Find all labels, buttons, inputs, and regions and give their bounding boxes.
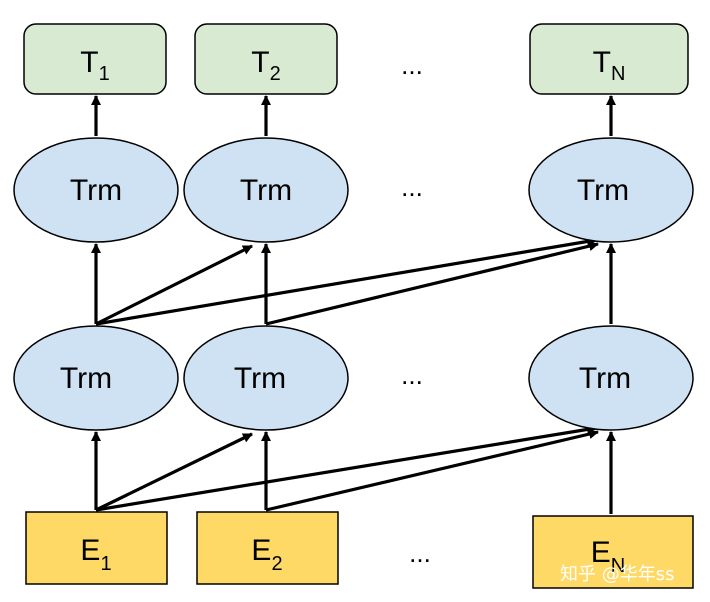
trm-label: Trm xyxy=(234,362,286,395)
output-subscript: 2 xyxy=(270,63,281,85)
trm-label: Trm xyxy=(60,362,112,395)
output-subscript: 1 xyxy=(99,63,110,85)
arrow-e1-to-lower-n xyxy=(95,424,597,512)
ellipsis-outputs: ... xyxy=(401,50,423,80)
output-label: T xyxy=(80,46,98,79)
output-node-2: T2 xyxy=(194,23,338,95)
arrow-e1-to-lower-2 xyxy=(95,432,253,512)
embedding-node-n: EN xyxy=(532,515,694,589)
svg-text:E1: E1 xyxy=(80,534,111,575)
ellipsis-lower-layer: ... xyxy=(401,360,423,390)
output-node-1: T1 xyxy=(23,23,167,95)
svg-text:T2: T2 xyxy=(251,46,280,85)
output-subscript: N xyxy=(611,63,625,85)
arrow-lower-1-to-upper-2 xyxy=(95,244,253,326)
connection-arrows xyxy=(91,95,616,514)
upper-trm-node-n: Trm xyxy=(528,137,694,243)
embedding-label: E xyxy=(251,534,271,567)
embedding-node-1: E1 xyxy=(25,511,168,585)
embedding-subscript: 1 xyxy=(100,553,111,575)
embedding-label: E xyxy=(591,536,611,569)
trm-label: Trm xyxy=(579,362,631,395)
ellipsis-upper-layer: ... xyxy=(401,172,423,202)
output-label: T xyxy=(593,46,611,79)
watermark-text: 知乎 @华年ss xyxy=(560,564,674,585)
output-label: T xyxy=(251,46,269,79)
lower-trm-node-2: Trm xyxy=(183,325,349,431)
lower-trm-node-1: Trm xyxy=(13,325,179,431)
arrow-e2-to-lower-n xyxy=(265,429,599,512)
arrow-lower-1-to-upper-n xyxy=(95,236,597,326)
trm-label: Trm xyxy=(70,174,122,207)
upper-trm-node-2: Trm xyxy=(183,137,349,243)
upper-trm-node-1: Trm xyxy=(13,137,179,243)
svg-text:T1: T1 xyxy=(80,46,109,85)
embedding-subscript: N xyxy=(611,555,625,577)
svg-text:EN: EN xyxy=(591,536,625,577)
output-node-n: TN xyxy=(529,23,689,95)
ellipsis-embeddings: ... xyxy=(409,538,431,568)
svg-text:TN: TN xyxy=(593,46,626,85)
lower-trm-node-n: Trm xyxy=(528,325,694,431)
trm-label: Trm xyxy=(240,174,292,207)
svg-text:E2: E2 xyxy=(251,534,282,575)
embedding-node-2: E2 xyxy=(196,511,339,585)
embedding-subscript: 2 xyxy=(271,553,282,575)
trm-label: Trm xyxy=(577,174,629,207)
embedding-label: E xyxy=(80,534,100,567)
arrow-lower-2-to-upper-n xyxy=(265,241,599,326)
